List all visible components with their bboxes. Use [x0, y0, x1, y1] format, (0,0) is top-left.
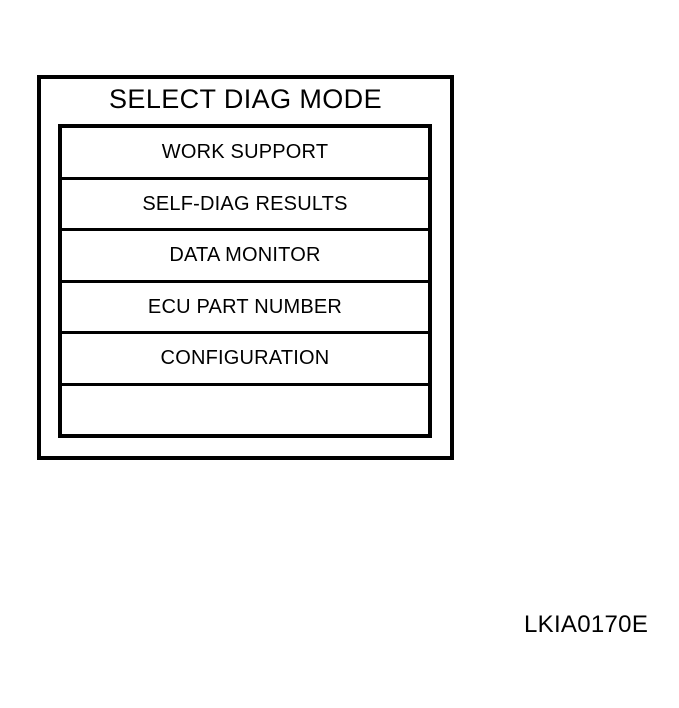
- list-item-label: SELF-DIAG RESULTS: [142, 192, 348, 215]
- list-item-configuration[interactable]: CONFIGURATION: [62, 331, 428, 383]
- figure-caption: LKIA0170E: [524, 611, 649, 638]
- diag-mode-list: WORK SUPPORT SELF-DIAG RESULTS DATA MONI…: [58, 124, 432, 438]
- list-item-work-support[interactable]: WORK SUPPORT: [62, 128, 428, 177]
- list-item-self-diag-results[interactable]: SELF-DIAG RESULTS: [62, 176, 428, 228]
- list-item-label: ECU PART NUMBER: [147, 295, 343, 318]
- list-item-label: DATA MONITOR: [169, 244, 321, 267]
- list-item-label: WORK SUPPORT: [161, 141, 329, 164]
- select-diag-mode-panel: SELECT DIAG MODE WORK SUPPORT SELF-DIAG …: [37, 75, 454, 460]
- list-item-empty[interactable]: [62, 382, 428, 434]
- list-item-label: CONFIGURATION: [160, 347, 330, 370]
- list-item-ecu-part-number[interactable]: ECU PART NUMBER: [62, 279, 428, 331]
- panel-title: SELECT DIAG MODE: [109, 84, 382, 114]
- list-item-data-monitor[interactable]: DATA MONITOR: [62, 228, 428, 280]
